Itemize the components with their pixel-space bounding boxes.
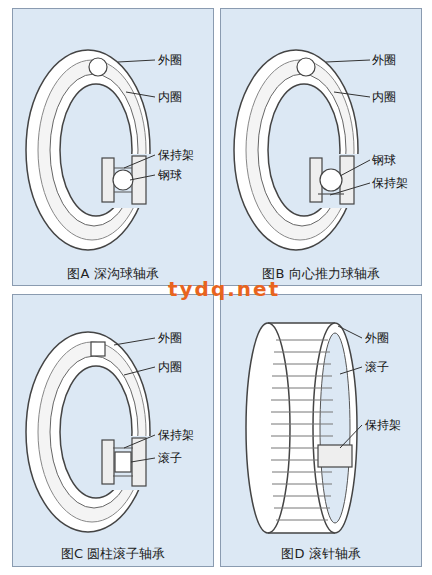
- bearing-rings: [234, 50, 364, 250]
- cage-section: [113, 448, 133, 476]
- steel-ball: [297, 58, 315, 76]
- steel-ball: [113, 170, 133, 190]
- part-label: 外圈: [372, 52, 396, 69]
- bore: [320, 333, 350, 523]
- leader-lines: [338, 326, 362, 448]
- cage-section: [114, 168, 132, 192]
- part-label: 保持架: [372, 175, 408, 192]
- part-label: 外圈: [158, 330, 182, 347]
- cage-section: [318, 445, 352, 467]
- roller: [115, 452, 131, 472]
- roller: [91, 342, 105, 356]
- part-label: 外圈: [158, 52, 182, 69]
- needle-rollers: [271, 340, 333, 520]
- part-label: 滚子: [158, 450, 182, 467]
- cup-edges: [268, 323, 335, 533]
- part-label: 钢球: [372, 152, 396, 169]
- leader-lines: [118, 60, 155, 180]
- leader-lines: [326, 60, 370, 195]
- figure-panel: 图A 深沟球轴承: [12, 8, 214, 286]
- part-label: 保持架: [158, 147, 194, 164]
- figure-caption: 图C 圆柱滚子轴承: [13, 545, 213, 563]
- figure-caption: 图D 滚针轴承: [221, 545, 421, 563]
- steel-ball: [320, 169, 342, 191]
- bearing-rings: [26, 332, 156, 532]
- part-label: 保持架: [158, 427, 194, 444]
- leader-lines: [114, 338, 155, 462]
- part-label: 内圈: [158, 89, 182, 106]
- part-label: 保持架: [365, 417, 401, 434]
- figure-panel: 图B 向心推力球轴承: [220, 8, 422, 286]
- part-label: 内圈: [158, 359, 182, 376]
- watermark: tydq.net: [168, 277, 280, 301]
- cup-front-face: [313, 323, 357, 533]
- bearing-rings: [26, 50, 156, 250]
- steel-ball: [89, 58, 107, 76]
- part-label: 外圈: [365, 330, 389, 347]
- cup-back-face: [246, 323, 290, 533]
- part-label: 钢球: [158, 167, 182, 184]
- part-label: 内圈: [372, 89, 396, 106]
- part-label: 滚子: [365, 359, 389, 376]
- cup-body: [268, 323, 335, 533]
- cage-section: [318, 193, 344, 194]
